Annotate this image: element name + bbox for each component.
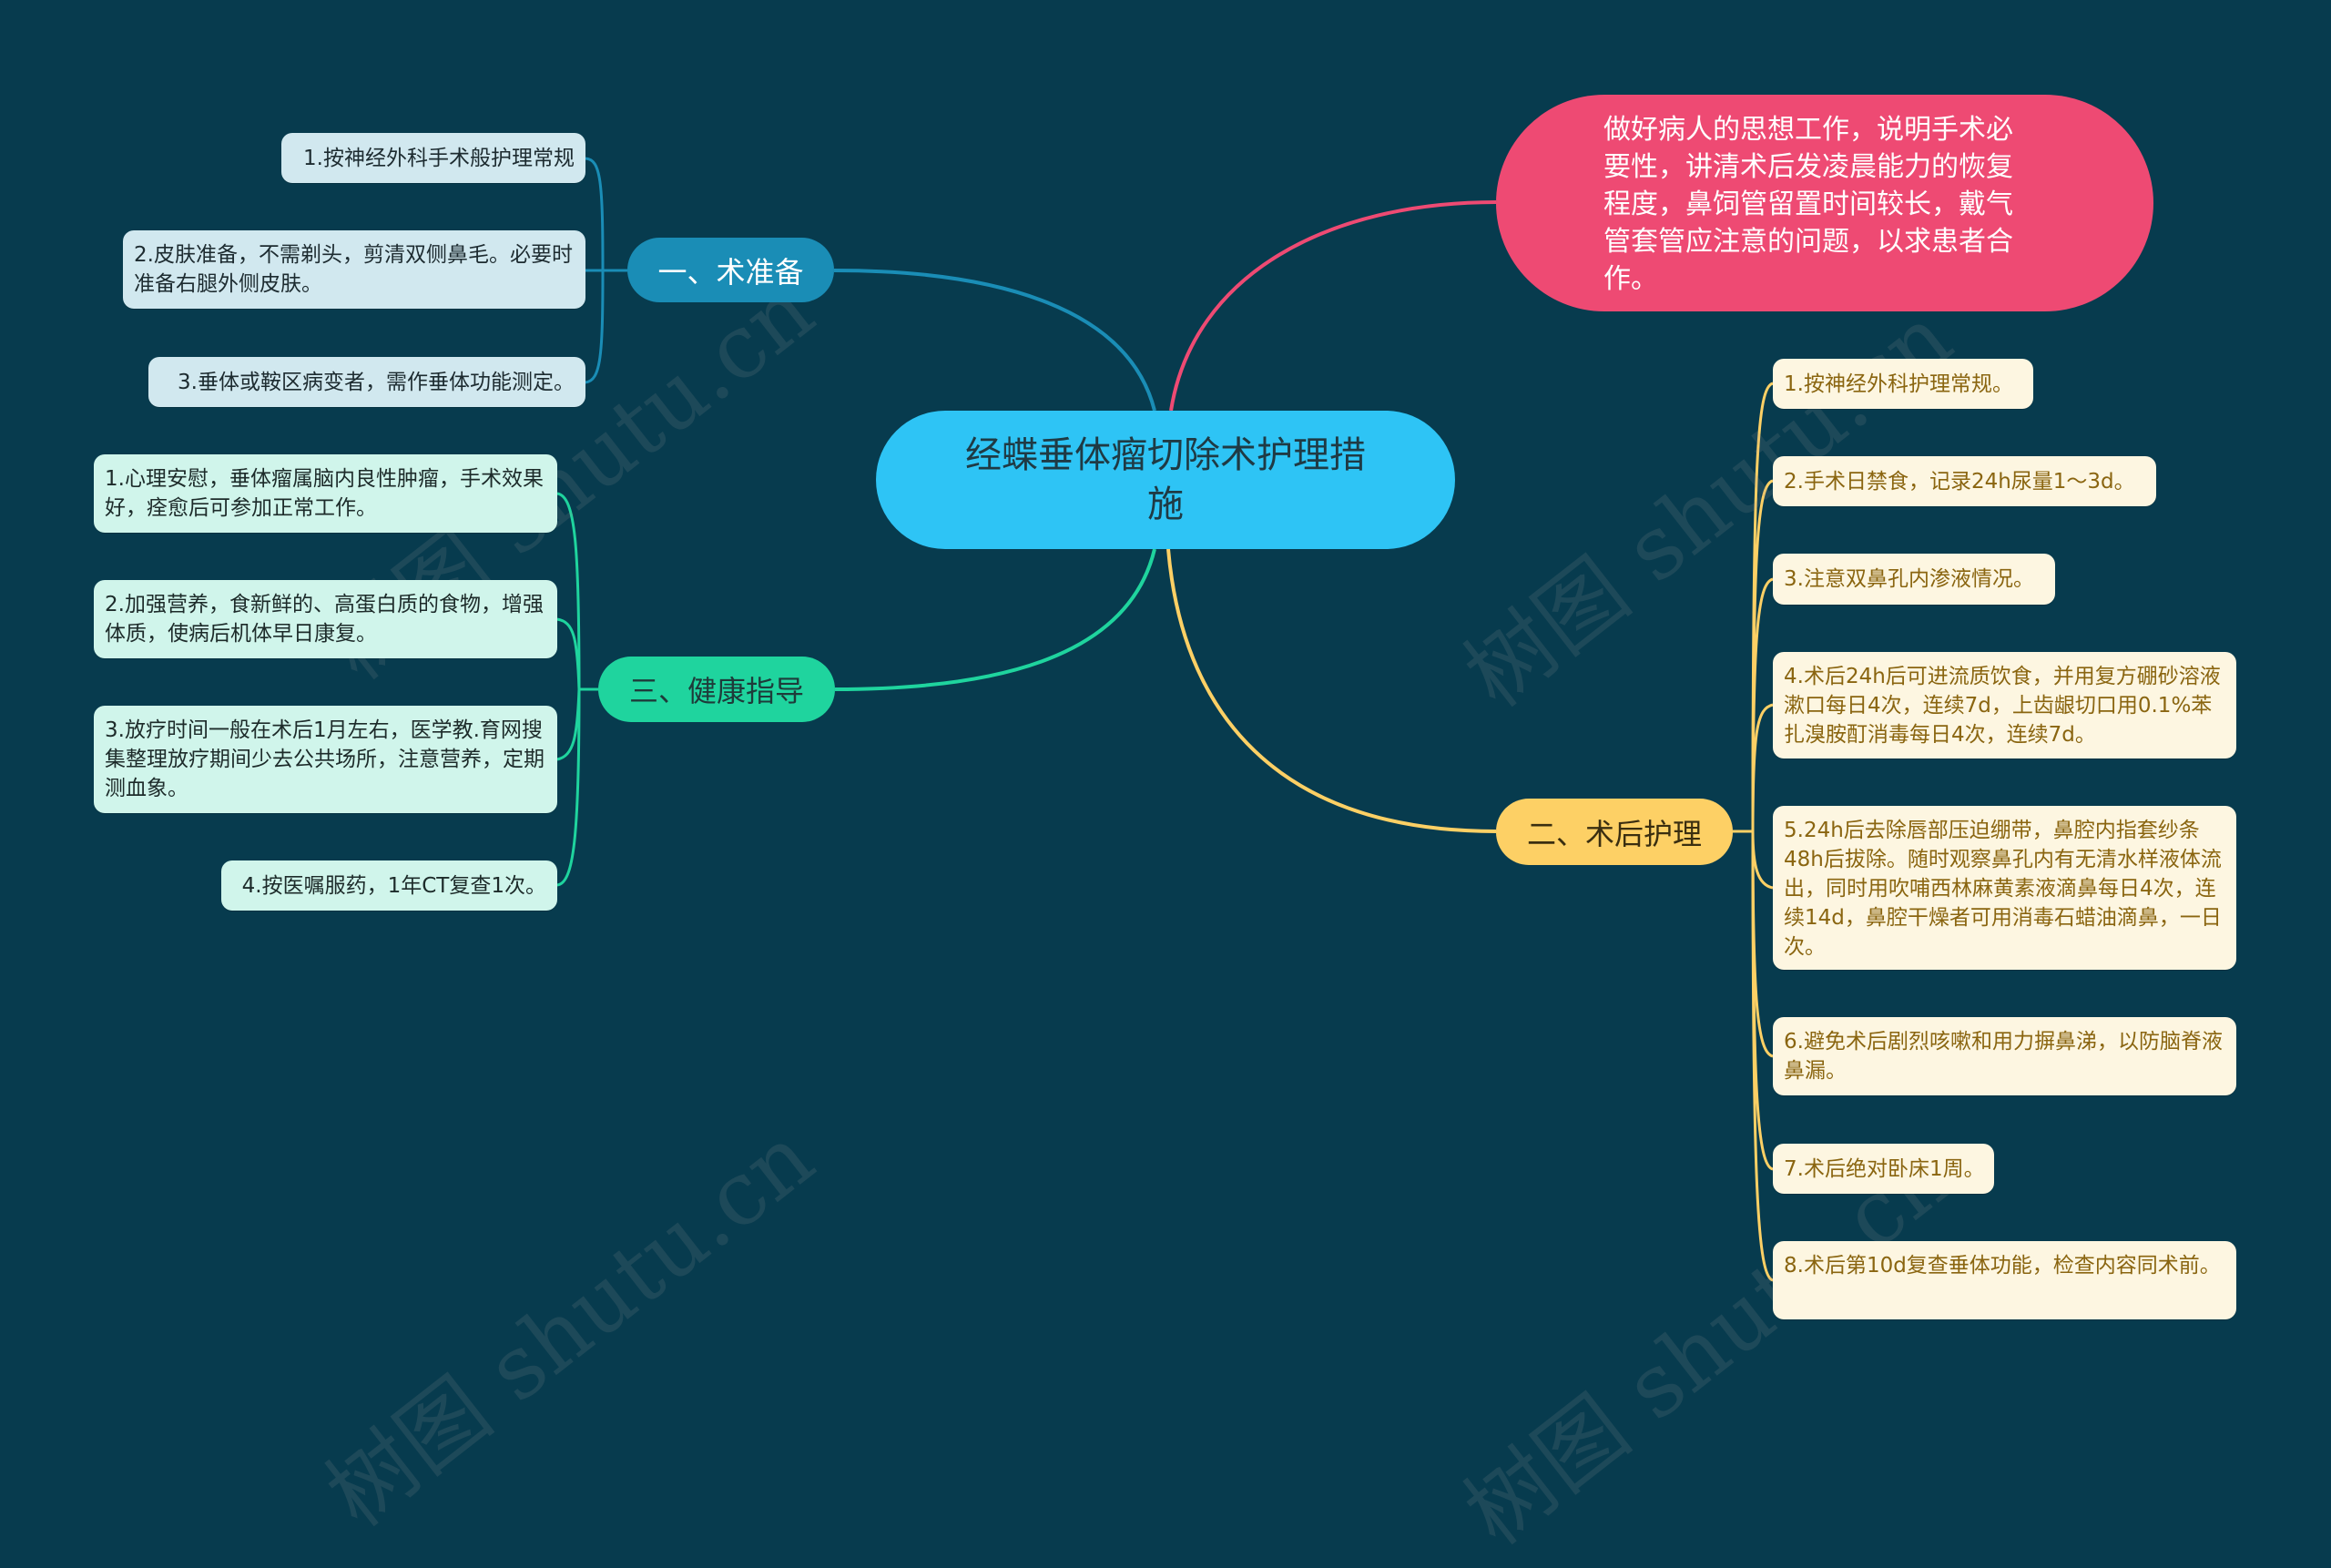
root-topic-title: 经蝶垂体瘤切除术护理措施 (965, 434, 1366, 525)
health-item-1-text: 1.心理安慰，垂体瘤属脑内良性肿瘤，手术效果好，痊愈后可参加正常工作。 (105, 467, 544, 520)
branch-postop-label: 二、术后护理 (1526, 816, 1702, 851)
branch-postop[interactable]: 二、术后护理 (1496, 799, 1733, 865)
postop-item-7-text: 7.术后绝对卧床1周。 (1784, 1156, 1985, 1181)
postop-item-1-text: 1.按神经外科护理常规。 (1784, 372, 2013, 396)
postop-item-7[interactable]: 7.术后绝对卧床1周。 (1773, 1144, 1994, 1194)
preop-item-1-text: 1.按神经外科手术般护理常规 (303, 146, 575, 170)
postop-item-8[interactable]: 8.术后第10d复查垂体功能，检查内容同术前。 (1773, 1241, 2236, 1319)
topic-patient-communication-text: 做好病人的思想工作，说明手术必要性，讲清术后发凌晨能力的恢复程度，鼻饲管留置时间… (1603, 114, 2013, 295)
watermark: 树图 shutu.cn (308, 1105, 832, 1546)
postop-item-4[interactable]: 4.术后24h后可进流质饮食，并用复方硼砂溶液漱口每日4次，连续7d，上齿龈切口… (1773, 652, 2236, 759)
postop-item-5-text: 5.24h后去除唇部压迫绷带，鼻腔内指套纱条48h后拔除。随时观察鼻孔内有无清水… (1784, 819, 2222, 959)
branch-health-guidance[interactable]: 三、健康指导 (598, 657, 835, 722)
preop-item-2-text: 2.皮肤准备，不需剃头，剪清双侧鼻毛。必要时准备右腿外侧皮肤。 (134, 243, 573, 296)
postop-item-4-text: 4.术后24h后可进流质饮食，并用复方硼砂溶液漱口每日4次，连续7d，上齿龈切口… (1784, 665, 2221, 747)
topic-patient-communication[interactable]: 做好病人的思想工作，说明手术必要性，讲清术后发凌晨能力的恢复程度，鼻饲管留置时间… (1496, 95, 2153, 311)
branch-preop[interactable]: 一、术准备 (627, 238, 834, 302)
health-item-4-text: 4.按医嘱服药，1年CT复查1次。 (241, 873, 546, 898)
postop-item-2[interactable]: 2.手术日禁食，记录24h尿量1～3d。 (1773, 456, 2156, 506)
preop-item-3-text: 3.垂体或鞍区病变者，需作垂体功能测定。 (178, 370, 575, 394)
health-item-3-text: 3.放疗时间一般在术后1月左右，医学教.育网搜集整理放疗期间少去公共场所，注意营… (105, 718, 545, 800)
branch-preop-label: 一、术准备 (657, 254, 804, 290)
preop-item-1[interactable]: 1.按神经外科手术般护理常规 (281, 133, 585, 183)
postop-item-3[interactable]: 3.注意双鼻孔内渗液情况。 (1773, 554, 2055, 605)
postop-item-6[interactable]: 6.避免术后剧烈咳嗽和用力摒鼻涕，以防脑脊液鼻漏。 (1773, 1017, 2236, 1095)
preop-item-3[interactable]: 3.垂体或鞍区病变者，需作垂体功能测定。 (148, 357, 585, 407)
branch-health-guidance-label: 三、健康指导 (628, 674, 804, 708)
health-item-4[interactable]: 4.按医嘱服药，1年CT复查1次。 (221, 860, 557, 911)
postop-item-6-text: 6.避免术后剧烈咳嗽和用力摒鼻涕，以防脑脊液鼻漏。 (1784, 1030, 2223, 1083)
postop-item-5[interactable]: 5.24h后去除唇部压迫绷带，鼻腔内指套纱条48h后拔除。随时观察鼻孔内有无清水… (1773, 806, 2236, 970)
health-item-2[interactable]: 2.加强营养，食新鲜的、高蛋白质的食物，增强体质，使病后机体早日康复。 (94, 580, 557, 658)
postop-item-2-text: 2.手术日禁食，记录24h尿量1～3d。 (1784, 469, 2135, 494)
preop-item-2[interactable]: 2.皮肤准备，不需剃头，剪清双侧鼻毛。必要时准备右腿外侧皮肤。 (123, 230, 585, 309)
root-topic[interactable]: 经蝶垂体瘤切除术护理措施 (876, 411, 1455, 549)
health-item-3[interactable]: 3.放疗时间一般在术后1月左右，医学教.育网搜集整理放疗期间少去公共场所，注意营… (94, 706, 557, 813)
postop-item-3-text: 3.注意双鼻孔内渗液情况。 (1784, 567, 2034, 591)
health-item-2-text: 2.加强营养，食新鲜的、高蛋白质的食物，增强体质，使病后机体早日康复。 (105, 593, 544, 646)
postop-item-8-text: 8.术后第10d复查垂体功能，检查内容同术前。 (1784, 1254, 2221, 1278)
health-item-1[interactable]: 1.心理安慰，垂体瘤属脑内良性肿瘤，手术效果好，痊愈后可参加正常工作。 (94, 454, 557, 533)
postop-item-1[interactable]: 1.按神经外科护理常规。 (1773, 359, 2033, 409)
